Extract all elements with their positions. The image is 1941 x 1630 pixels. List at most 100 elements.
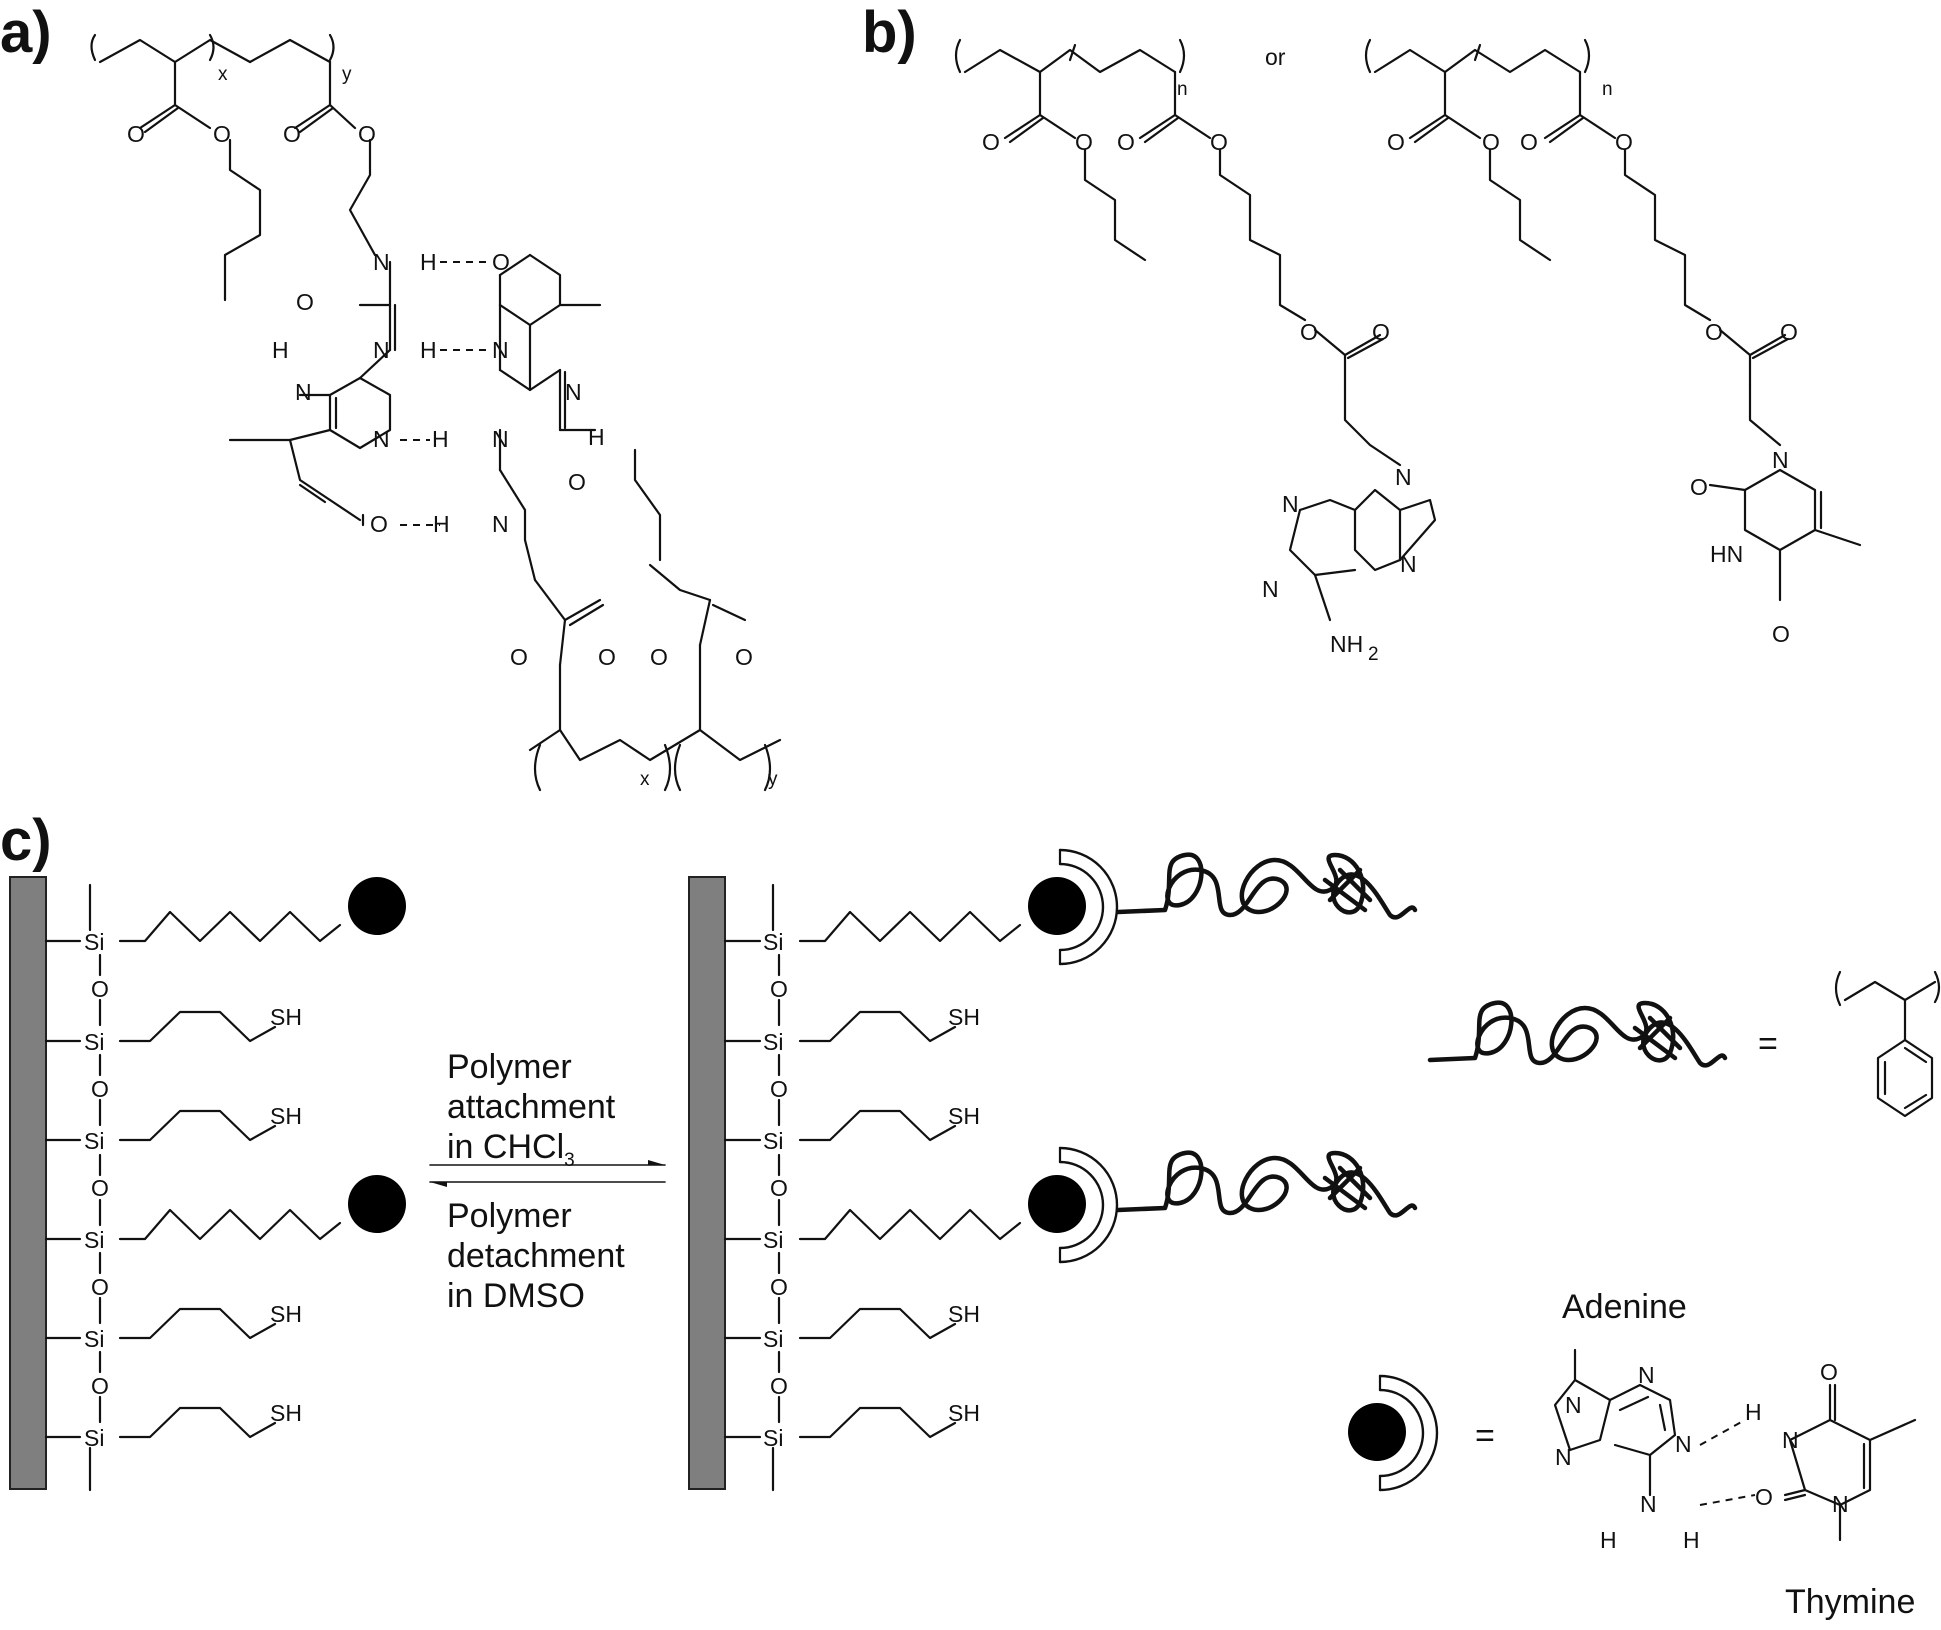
thymine-label: Thymine [1785,1583,1915,1621]
atom-n: N [1782,1427,1799,1453]
atom-o: O [1075,129,1093,155]
atom-n: N [1832,1491,1849,1517]
polystyrene-coil-1 [1115,852,1418,920]
arrow-text: Polymer attachment in CHCl3 Polymer deta… [447,1048,625,1315]
thymine-cap-1 [1058,848,1119,966]
atom-n: N [1772,447,1789,473]
arrow-top-line-2: attachment [447,1088,616,1126]
atom-h: H [1600,1527,1617,1553]
atom-si: Si [763,1326,783,1352]
atom-o: O [1372,319,1390,345]
equals-sign-1: = [1758,1025,1778,1063]
atom-n: N [1565,1392,1582,1418]
atom-n: N [295,379,312,405]
arrow-bottom-line-2: detachment [447,1237,625,1275]
atom-hn: HN [1710,541,1743,567]
atom-si: Si [84,1227,104,1253]
atom-sh: SH [948,1004,980,1030]
subscript-n: n [1177,79,1188,100]
atom-h: H [420,249,437,275]
atom-nh2: NH [1330,631,1363,657]
panel-b-labels: n or n O O O O O O N N N N NH 2 O O O O … [982,44,1798,665]
atom-h: H [433,511,450,537]
thymine-cap-2 [1058,1146,1119,1264]
subscript-n: n [1602,79,1613,100]
atom-o: O [283,121,301,147]
atom-n: N [565,379,582,405]
adenine-bead-legend [1348,1403,1406,1461]
atom-sh: SH [948,1301,980,1327]
atom-h: H [1683,1527,1700,1553]
atom-o: O [296,289,314,315]
surface-left [9,876,406,1492]
legend-polystyrene: = n [1427,970,1941,1118]
equals-sign-2: = [1475,1417,1495,1455]
adenine-bead-3 [1028,877,1086,935]
atom-n: N [1400,551,1417,577]
panel-a-structure [90,33,782,792]
atom-n: N [1395,464,1412,490]
atom-o: O [1117,129,1135,155]
atom-sh: SH [948,1103,980,1129]
atom-n: N [492,511,509,537]
atom-o: O [770,976,788,1002]
atom-h: H [588,424,605,450]
atom-n: N [1675,1431,1692,1457]
atom-h: H [1745,1399,1762,1425]
atom-n: N [1282,491,1299,517]
atom-si: Si [84,1425,104,1451]
equilibrium-arrows [429,1160,666,1187]
atom-sh: SH [270,1004,302,1030]
atom-o: O [492,249,510,275]
arrow-top-line-3: in CHCl3 [447,1128,575,1171]
atom-o: O [982,129,1000,155]
coil-icon [1427,1000,1728,1068]
atom-nh2-subscript: 2 [1368,644,1379,665]
atom-o: O [770,1076,788,1102]
atom-n: N [1638,1362,1655,1388]
atom-si: Si [763,1425,783,1451]
arrow-bottom-line-3: in DMSO [447,1277,585,1315]
atom-o: O [1690,474,1708,500]
atom-o: O [91,1373,109,1399]
adenine-bead-2 [348,1175,406,1233]
atom-sh: SH [270,1301,302,1327]
atom-si: Si [84,929,104,955]
atom-o: O [770,1175,788,1201]
surface-right-labels: Si O Si O Si O Si O Si O Si SH SH SH SH [763,929,980,1451]
atom-o: O [91,1175,109,1201]
panel-b-structure [954,38,1862,622]
atom-n: N [373,337,390,363]
atom-h: H [432,426,449,452]
subscript-x-bottom: x [640,769,650,790]
atom-o: O [358,121,376,147]
atom-o: O [1705,319,1723,345]
atom-o: O [770,1373,788,1399]
atom-sh: SH [270,1103,302,1129]
atom-si: Si [763,1227,783,1253]
atom-o: O [598,644,616,670]
thymine-cap-legend [1378,1374,1439,1492]
atom-si: Si [763,1029,783,1055]
adenine-bead-4 [1028,1175,1086,1233]
panel-c-label: c) [0,808,52,873]
legend-base-pair: = Adenine Thymine [1348,1288,1917,1621]
atom-o: O [91,1076,109,1102]
substrate-bar-left [9,876,47,1490]
atom-o: O [770,1274,788,1300]
atom-o: O [1300,319,1318,345]
atom-o: O [213,121,231,147]
atom-o: O [1772,621,1790,647]
or-label: or [1265,44,1286,70]
panel-b-label: b) [862,0,917,65]
atom-h: H [272,337,289,363]
substrate-bar-right [688,876,726,1490]
atom-h: H [420,337,437,363]
surface-right [688,848,1418,1492]
atom-n: N [1555,1444,1572,1470]
atom-n: N [492,337,509,363]
atom-si: Si [84,1029,104,1055]
atom-o: O [1387,129,1405,155]
atom-o: O [1615,129,1633,155]
